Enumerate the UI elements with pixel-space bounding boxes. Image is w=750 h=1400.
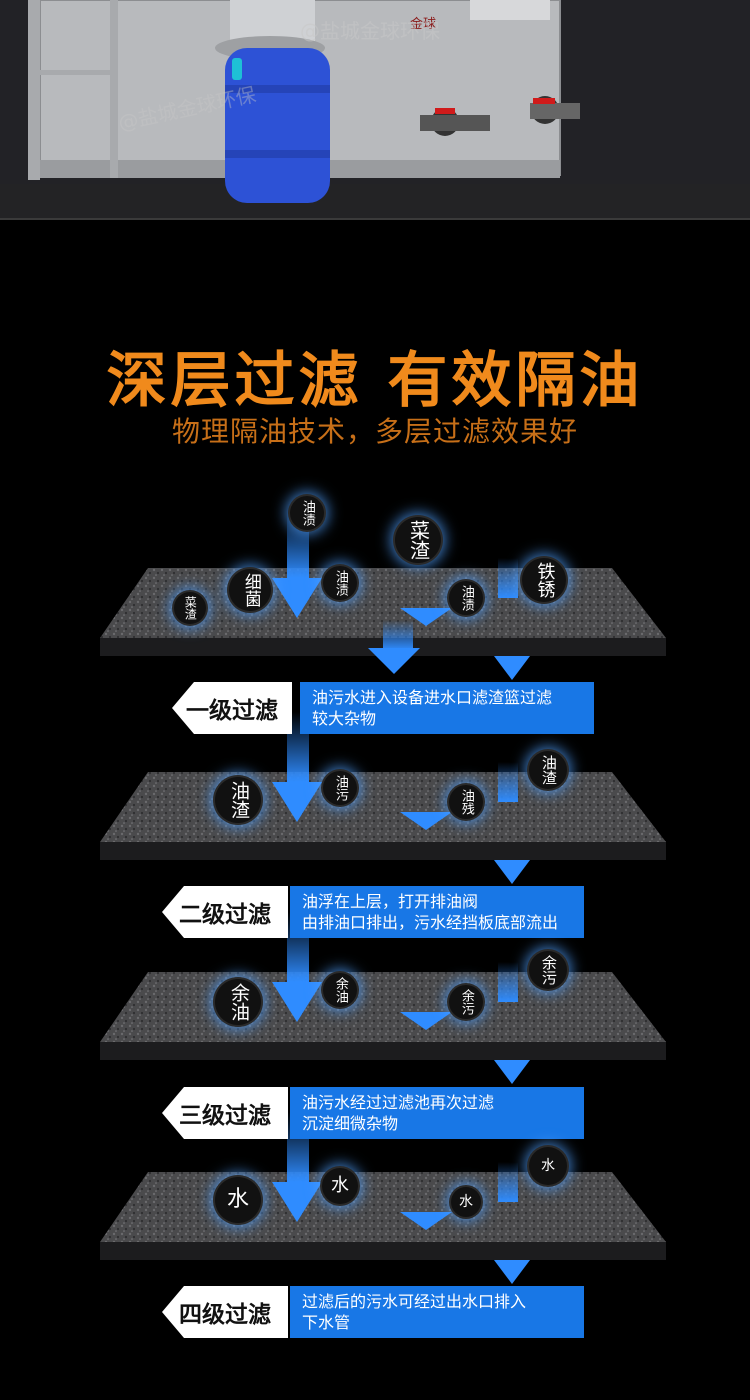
flow-arrow-icon bbox=[400, 608, 452, 626]
contaminant-badge: 油渣 bbox=[215, 777, 261, 823]
stage-description: 过滤后的污水可经过出水口排入下水管 bbox=[290, 1286, 584, 1338]
down-arrow-icon bbox=[494, 1260, 530, 1284]
contaminant-badge: 菜渣 bbox=[174, 592, 206, 624]
contaminant-badge: 余油 bbox=[323, 973, 357, 1007]
filter-layer-surface bbox=[100, 772, 666, 842]
stage-label: 一级过滤 bbox=[172, 682, 292, 734]
contaminant-badge: 油污 bbox=[323, 771, 357, 805]
stage-description: 油污水经过过滤池再次过滤沉淀细微杂物 bbox=[290, 1087, 584, 1139]
stage-description-line: 较大杂物 bbox=[312, 709, 377, 728]
contaminant-badge: 水 bbox=[322, 1168, 358, 1204]
contaminant-badge: 余污 bbox=[529, 951, 567, 989]
logo-text: 金球 bbox=[410, 16, 436, 32]
flow-arrow-icon bbox=[400, 812, 452, 830]
stage-description-line: 过滤后的污水可经过出水口排入 bbox=[302, 1292, 527, 1311]
contaminant-badge: 水 bbox=[529, 1147, 567, 1185]
stage-description: 油浮在上层，打开排油阀由排油口排出，污水经挡板底部流出 bbox=[290, 886, 584, 938]
filter-layer-edge bbox=[100, 1042, 666, 1060]
flow-arrow-icon bbox=[272, 578, 322, 618]
stage-description: 油污水进入设备进水口滤渣篮过滤较大杂物 bbox=[300, 682, 594, 734]
flow-stream bbox=[498, 1162, 518, 1202]
contaminant-badge: 油残 bbox=[449, 785, 483, 819]
down-arrow-icon bbox=[494, 860, 530, 884]
stage-label: 三级过滤 bbox=[162, 1087, 288, 1139]
filter-layer-surface bbox=[100, 1172, 666, 1242]
flow-stream bbox=[498, 762, 518, 802]
contaminant-badge: 余污 bbox=[449, 985, 483, 1019]
headline: 深层过滤 有效隔油 bbox=[106, 346, 644, 416]
flow-stream bbox=[498, 962, 518, 1002]
contaminant-badge: 水 bbox=[451, 1187, 481, 1217]
down-arrow-icon bbox=[494, 1060, 530, 1084]
contaminant-badge: 铁锈 bbox=[522, 558, 566, 602]
stage-description-line: 油浮在上层，打开排油阀 bbox=[302, 892, 479, 911]
down-arrow-icon bbox=[494, 656, 530, 680]
hero-divider bbox=[0, 218, 750, 220]
stage-description-line: 下水管 bbox=[302, 1313, 351, 1332]
flow-stream bbox=[383, 620, 413, 650]
flow-arrow-icon bbox=[272, 982, 322, 1022]
stage-description-line: 沉淀细微杂物 bbox=[302, 1114, 399, 1133]
product-photo: 金球 @盐城金球环保 @盐城金球环保 bbox=[0, 0, 750, 220]
flow-stream bbox=[498, 558, 518, 598]
watermark-text: @盐城金球环保 bbox=[300, 19, 440, 43]
stage-description-line: 由排油口排出，污水经挡板底部流出 bbox=[302, 913, 559, 932]
grease-trap-illustration: 金球 @盐城金球环保 @盐城金球环保 bbox=[0, 0, 750, 220]
flow-arrow-icon bbox=[400, 1212, 452, 1230]
flow-arrow-icon bbox=[272, 782, 322, 822]
stage-label: 四级过滤 bbox=[162, 1286, 288, 1338]
flow-arrow-icon bbox=[400, 1012, 452, 1030]
flow-arrow-icon bbox=[368, 648, 420, 674]
stage-label: 二级过滤 bbox=[162, 886, 288, 938]
filter-layer-edge bbox=[100, 1242, 666, 1260]
contaminant-badge: 油渍 bbox=[449, 581, 483, 615]
filter-layer-surface bbox=[100, 972, 666, 1042]
subline: 物理隔油技术，多层过滤效果好 bbox=[171, 415, 578, 448]
contaminant-badge: 细菌 bbox=[229, 569, 271, 611]
contaminant-badge: 菜渣 bbox=[395, 517, 441, 563]
stage-description-line: 油污水进入设备进水口滤渣篮过滤 bbox=[312, 688, 553, 707]
stage-description-line: 油污水经过过滤池再次过滤 bbox=[302, 1093, 495, 1112]
contaminant-badge: 余油 bbox=[215, 979, 261, 1025]
filter-layer-edge bbox=[100, 842, 666, 860]
contaminant-badge: 油渣 bbox=[529, 751, 567, 789]
contaminant-badge: 油渍 bbox=[323, 566, 357, 600]
contaminant-badge: 油渍 bbox=[290, 496, 324, 530]
flow-arrow-icon bbox=[272, 1182, 322, 1222]
contaminant-badge: 水 bbox=[215, 1177, 261, 1223]
